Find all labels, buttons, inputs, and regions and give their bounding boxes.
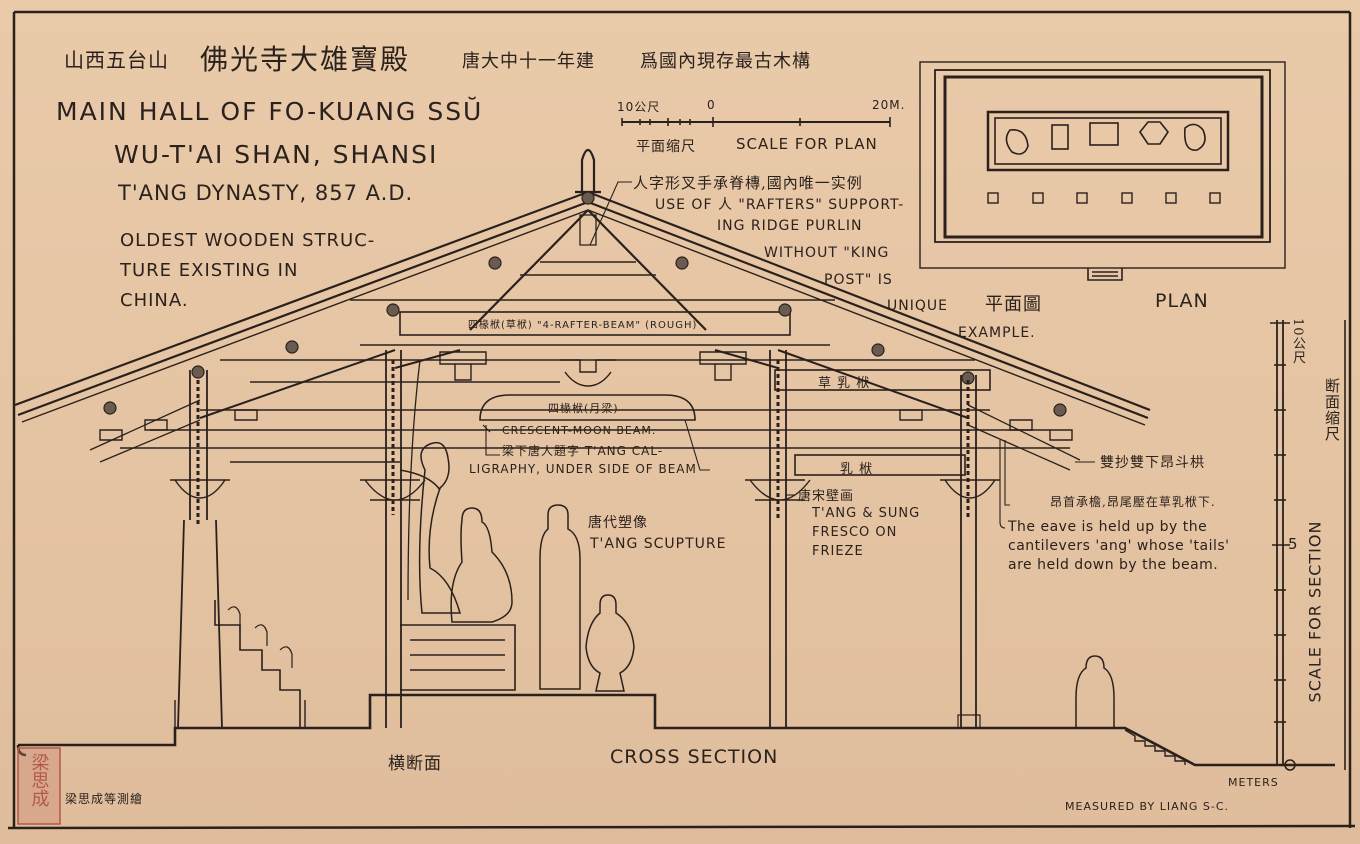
- plan-label-en: Plan: [1155, 290, 1209, 312]
- rafters-note-line: without "king: [764, 245, 890, 261]
- rafters-note-line: unique: [887, 298, 948, 314]
- calligraphy-note-en-1: T'ang cal-: [584, 444, 664, 458]
- section-scale-tick-10: 10公尺: [1290, 318, 1305, 365]
- sculpture-note-cn: 唐代塑像: [588, 515, 648, 531]
- title-chinese-name: 佛光寺大雄寶殿: [200, 43, 411, 76]
- description-line: China.: [120, 290, 189, 311]
- columns: [177, 350, 981, 729]
- plan-scale-bar: [621, 117, 891, 127]
- cross-section-label-cn: 横断面: [388, 754, 442, 774]
- title-chinese-note: 爲國內現存最古木構: [640, 51, 811, 72]
- bracket-sets: [99, 351, 1073, 501]
- sheet-border: [7, 10, 1356, 830]
- liang-seal: 梁思成: [17, 747, 61, 825]
- sculpture-note-en: T'ang scupture: [590, 536, 727, 552]
- scale-zero-marker: [1284, 759, 1296, 771]
- plan-scale-tick-20: 20M.: [872, 98, 906, 112]
- rafters-note-cn: 人字形叉手承脊槫,國內唯一实例: [633, 174, 863, 192]
- eave-note-line: cantilevers 'ang' whose 'tails': [1008, 538, 1230, 554]
- calligraphy-note: 梁下唐人題字 T'ang cal-: [502, 442, 663, 459]
- description: Oldest wooden struc- ture existing in Ch…: [120, 226, 375, 316]
- fresco-note-line: T'ang & Sung: [812, 506, 921, 521]
- credit-en: Measured by Liang S-C.: [1065, 800, 1229, 813]
- rafters-note-line: ing ridge purlin: [717, 218, 863, 234]
- leader-lines: [482, 181, 1095, 529]
- rafters-note-line: example.: [958, 325, 1036, 341]
- fresco-note-line: fresco on: [812, 525, 898, 540]
- plan-scale-label-cn: 平面缩尺: [636, 139, 696, 155]
- ground-platform: [16, 693, 1335, 767]
- four-rafter-beam-label: 四椽栿(草栿) "4-rafter-beam" (rough): [468, 320, 698, 331]
- section-scale-label-cn: 断面缩尺: [1323, 378, 1341, 442]
- plan-scale-label-en: Scale for Plan: [736, 135, 878, 153]
- fresco-note-en: T'ang & Sung fresco on frieze: [812, 504, 920, 561]
- section-scale-tick-5: 5: [1288, 535, 1299, 553]
- description-line: ture existing in: [120, 260, 299, 281]
- rafters-note-line: Use of 人 "rafters" support-: [655, 197, 905, 213]
- dynasty-date: T'ang Dynasty, 857 A.D.: [118, 181, 414, 205]
- moon-beam-label-en: Crescent-moon beam.: [502, 424, 657, 437]
- bracket-note-cn: 雙抄雙下昂斗栱: [1100, 455, 1205, 471]
- cao-rufu-label: 草 乳 栿: [818, 376, 871, 391]
- description-line: Oldest wooden struc-: [120, 230, 376, 251]
- fresco-note-line: frieze: [812, 544, 864, 559]
- credit-cn: 梁思成等測繪: [65, 792, 144, 806]
- title-english-line-2: Wu-t'ai Shan, Shansi: [114, 140, 439, 169]
- title-chinese-date: 唐大中十一年建: [462, 51, 595, 72]
- seal-text: 梁思成: [29, 753, 50, 807]
- plan-scale-tick-0: 0: [707, 98, 716, 112]
- section-scale-label-en: Scale for Section: [1305, 520, 1325, 703]
- title-english-line-1: Main Hall of Fo-kuang Ssŭ: [56, 97, 484, 126]
- plan-label-cn: 平面圖: [985, 294, 1042, 315]
- eave-note-line: are held down by the beam.: [1008, 557, 1219, 573]
- moon-beam-label-cn: 四椽栿(月梁): [548, 402, 619, 415]
- title-chinese-location: 山西五台山: [64, 48, 169, 72]
- purlins: [103, 191, 1067, 417]
- human-figure-for-scale: [1075, 655, 1115, 729]
- calligraphy-note-en-2: ligraphy, under side of beam: [469, 462, 697, 476]
- eave-note: The eave is held up by the cantilevers '…: [1008, 518, 1230, 575]
- fresco-note-cn: 唐宋壁画: [798, 489, 855, 504]
- floor-plan: [919, 61, 1286, 281]
- rafters-note-line: post" is: [824, 272, 893, 288]
- plan-scale-tick-10: 10公尺: [617, 100, 661, 114]
- section-scale-unit: Meters: [1228, 776, 1279, 789]
- eave-note-line: The eave is held up by the: [1008, 519, 1208, 535]
- altar-and-stairs: [214, 359, 516, 728]
- section-scale-bar: [1270, 320, 1346, 770]
- ang-note-cn: 昂首承檐,昂尾壓在草乳栿下.: [1050, 495, 1216, 509]
- rufu-label: 乳 栿: [840, 462, 874, 477]
- calligraphy-note-cn: 梁下唐人題字: [502, 444, 581, 458]
- cross-section-label-en: Cross Section: [610, 746, 779, 768]
- sculptures: [227, 441, 1115, 729]
